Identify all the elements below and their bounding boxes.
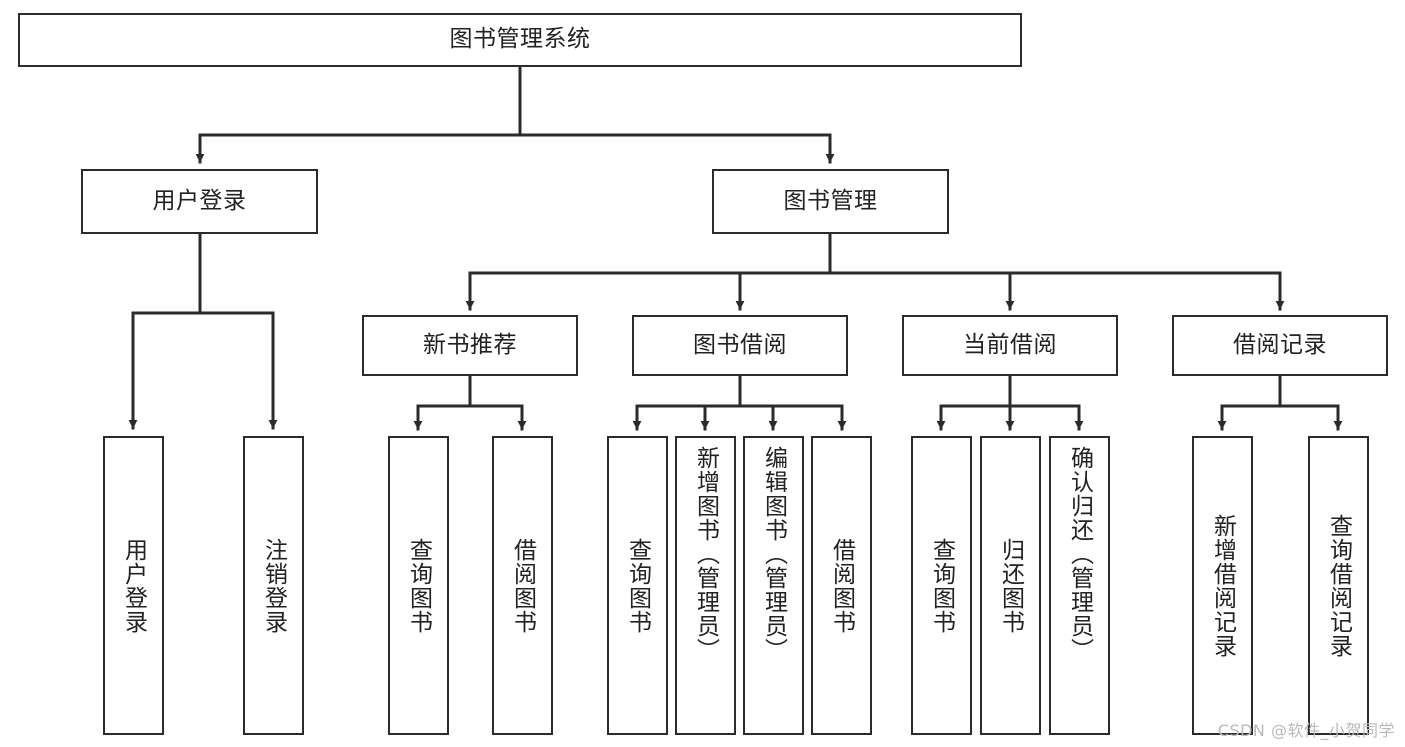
- leaf-borrow-book-1-label: 借阅图书: [509, 537, 536, 634]
- node-book-borrow[interactable]: 图书借阅: [632, 315, 848, 376]
- leaf-query-record[interactable]: 查询借阅记录: [1308, 436, 1369, 735]
- leaf-user-logout-label: 注销登录: [260, 537, 287, 634]
- node-root-label: 图书管理系统: [449, 26, 591, 53]
- node-user-login-label: 用户登录: [152, 187, 247, 214]
- node-user-login[interactable]: 用户登录: [81, 169, 318, 234]
- leaf-query-book-1-label: 查询图书: [405, 537, 432, 634]
- leaf-user-logout[interactable]: 注销登录: [243, 436, 304, 735]
- leaf-edit-book-label: 编辑图书（管理员）: [760, 446, 787, 662]
- leaf-add-book[interactable]: 新增图书（管理员）: [675, 436, 736, 735]
- node-book-manage-label: 图书管理: [783, 187, 878, 214]
- leaf-query-book-3-label: 查询图书: [928, 537, 955, 634]
- leaf-query-book-2[interactable]: 查询图书: [607, 436, 668, 735]
- leaf-query-book-1[interactable]: 查询图书: [388, 436, 449, 735]
- leaf-borrow-book-1[interactable]: 借阅图书: [492, 436, 553, 735]
- leaf-query-record-label: 查询借阅记录: [1325, 513, 1352, 658]
- leaf-add-record-label: 新增借阅记录: [1209, 513, 1236, 658]
- leaf-edit-book[interactable]: 编辑图书（管理员）: [743, 436, 804, 735]
- node-book-borrow-label: 图书借阅: [693, 331, 787, 358]
- leaf-user-login[interactable]: 用户登录: [103, 436, 164, 735]
- node-current-borrow[interactable]: 当前借阅: [902, 315, 1118, 376]
- node-current-borrow-label: 当前借阅: [963, 331, 1057, 358]
- leaf-add-record[interactable]: 新增借阅记录: [1192, 436, 1253, 735]
- leaf-query-book-2-label: 查询图书: [624, 537, 651, 634]
- leaf-query-book-3[interactable]: 查询图书: [911, 436, 972, 735]
- leaf-return-book[interactable]: 归还图书: [980, 436, 1041, 735]
- node-borrow-record[interactable]: 借阅记录: [1172, 315, 1388, 376]
- leaf-confirm-return-label: 确认归还（管理员）: [1066, 446, 1093, 662]
- node-book-manage[interactable]: 图书管理: [712, 169, 949, 234]
- node-new-book-recommend[interactable]: 新书推荐: [362, 315, 578, 376]
- leaf-return-book-label: 归还图书: [997, 537, 1024, 634]
- leaf-confirm-return[interactable]: 确认归还（管理员）: [1049, 436, 1110, 735]
- node-root[interactable]: 图书管理系统: [18, 13, 1022, 67]
- leaf-borrow-book-2-label: 借阅图书: [828, 537, 855, 634]
- node-new-book-recommend-label: 新书推荐: [423, 331, 517, 358]
- node-borrow-record-label: 借阅记录: [1233, 331, 1327, 358]
- leaf-add-book-label: 新增图书（管理员）: [692, 446, 719, 662]
- leaf-user-login-label: 用户登录: [120, 537, 147, 634]
- leaf-borrow-book-2[interactable]: 借阅图书: [811, 436, 872, 735]
